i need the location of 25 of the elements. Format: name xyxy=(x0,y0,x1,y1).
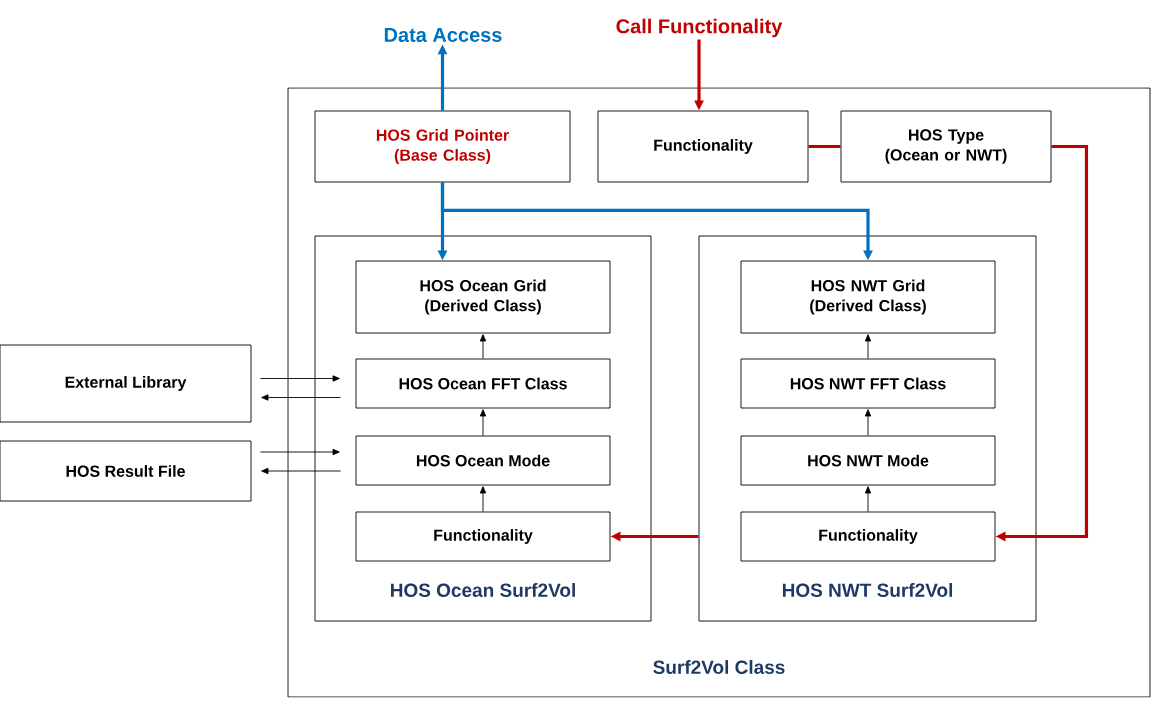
class-box: HOS Type (Ocean or NWT) xyxy=(840,110,1052,183)
class-box: HOS Result File xyxy=(0,440,252,502)
arrow xyxy=(260,375,340,382)
class-box: HOS Ocean Mode xyxy=(355,435,611,486)
arrow xyxy=(864,334,872,359)
class-box: External Library xyxy=(0,344,252,423)
arrow xyxy=(260,448,340,456)
arrow xyxy=(261,467,341,475)
arrow xyxy=(864,409,872,436)
heading-text: Data Access xyxy=(384,28,502,42)
class-box: HOS NWT Mode xyxy=(740,435,996,486)
class-box: Functionality xyxy=(355,511,611,562)
class-box: Functionality xyxy=(740,511,996,562)
class-box: HOS Ocean FFT Class xyxy=(355,358,611,409)
arrow xyxy=(864,486,872,512)
class-box: HOS Grid Pointer (Base Class) xyxy=(314,110,571,183)
class-box: HOS Ocean Grid (Derived Class) xyxy=(355,260,611,334)
arrow xyxy=(261,394,341,401)
arrow xyxy=(479,334,487,359)
class-box: HOS NWT Grid (Derived Class) xyxy=(740,260,996,334)
class-box: Functionality xyxy=(597,110,809,183)
heading-text: Call Functionality xyxy=(616,18,783,38)
arrow xyxy=(479,486,487,512)
class-box: HOS NWT FFT Class xyxy=(740,358,996,409)
arrow xyxy=(479,409,487,436)
